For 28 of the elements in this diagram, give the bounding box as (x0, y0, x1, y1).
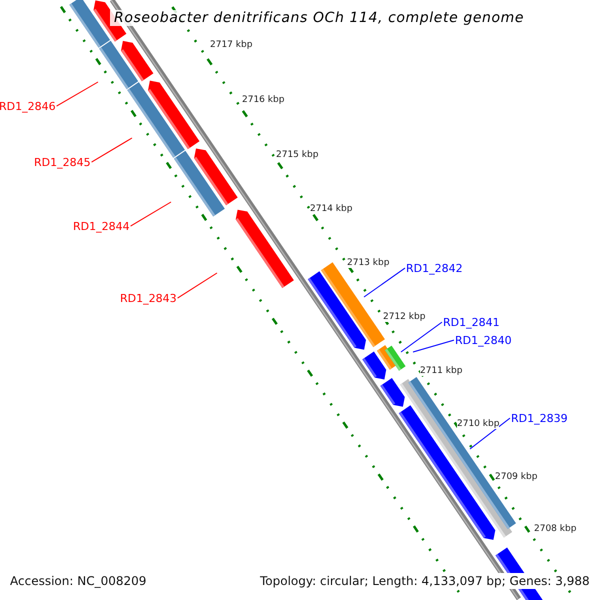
scale-label: 2712 kbp (383, 312, 426, 322)
gene-label: RD1_2839 (511, 412, 568, 425)
leader-line (177, 272, 218, 299)
gene-label: RD1_2841 (443, 316, 500, 329)
scale-label: 2713 kbp (347, 258, 390, 268)
leader-line (412, 340, 454, 352)
gene-label: RD1_2846 (0, 100, 56, 113)
leader-line (364, 268, 406, 298)
leader-line (56, 82, 98, 107)
genome-info-text: Topology: circular; Length: 4,133,097 bp; Genes: 3,988 (258, 573, 592, 590)
scale-label: 2710 kbp (457, 418, 500, 430)
gene-label: RD1_2843 (120, 292, 177, 305)
gene-label: RD1_2844 (73, 220, 130, 233)
scale-label: 2711 kbp (420, 366, 462, 376)
leader-line (470, 418, 510, 450)
gene-label: RD1_2842 (406, 262, 463, 275)
leader-line (130, 202, 172, 227)
scale-label: 2714 kbp (310, 204, 352, 214)
gene-label: RD1_2840 (455, 334, 512, 347)
scale-label: 2709 kbp (495, 472, 538, 482)
scale-label: 2708 kbp (534, 524, 576, 534)
accession-text: Accession: NC_008209 (8, 573, 148, 590)
scale-label: 2717 kbp (210, 40, 252, 50)
scale-label: 2716 kbp (242, 94, 284, 106)
scale-label: 2715 kbp (276, 150, 318, 160)
leader-line (91, 138, 132, 163)
gene-label: RD1_2845 (34, 156, 91, 169)
leader-line (400, 322, 442, 352)
